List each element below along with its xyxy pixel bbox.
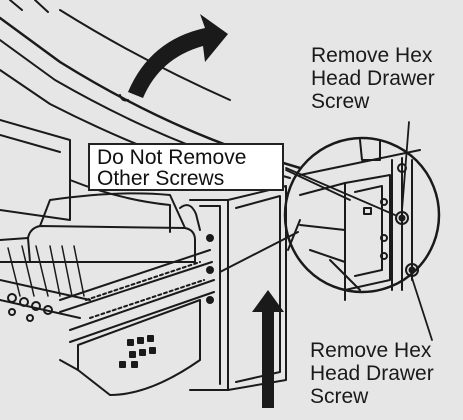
lower-bin	[59, 299, 201, 396]
drawer-slides	[7, 249, 215, 343]
leader-lines	[285, 121, 433, 341]
top-screw-label: Remove Hex Head Drawer Screw	[311, 44, 435, 113]
drawer-basket	[0, 119, 201, 319]
straight-up-arrow-icon	[252, 290, 284, 408]
detail-magnifier	[283, 136, 441, 301]
callout-line-2: Other Screws	[97, 167, 225, 190]
top-label-line-3: Screw	[311, 90, 370, 113]
drawer-front-frame	[189, 185, 287, 391]
callout-line-1: Do Not Remove	[97, 146, 247, 169]
top-label-line-2: Head Drawer	[311, 67, 435, 90]
bottom-label-line-3: Screw	[310, 385, 369, 408]
bottom-screw-label: Remove Hex Head Drawer Screw	[310, 339, 434, 408]
bottom-label-line-1: Remove Hex	[310, 339, 432, 362]
bottom-label-line-2: Head Drawer	[310, 362, 434, 385]
curved-up-arrow-icon	[128, 14, 228, 98]
top-label-line-1: Remove Hex	[311, 44, 433, 67]
do-not-remove-callout: Do Not Remove Other Screws	[88, 143, 284, 191]
